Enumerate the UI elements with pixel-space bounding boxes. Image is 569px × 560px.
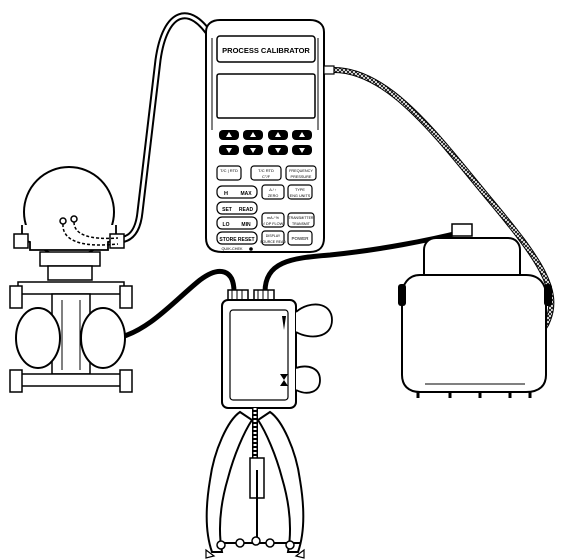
svg-text:DISPLAY: DISPLAY xyxy=(266,234,281,238)
svg-text:PRESSURE: PRESSURE xyxy=(291,175,312,179)
process-calibrator: PROCESS CALIBRATOR T/C | RTD T/C RTD C°/… xyxy=(206,20,334,252)
calibrator-title: PROCESS CALIBRATOR xyxy=(222,46,310,55)
left-diaphragm xyxy=(16,308,60,368)
svg-text:mA / %: mA / % xyxy=(267,216,280,220)
cable-calibrator-to-transmitter xyxy=(118,16,212,240)
svg-text:TRANSMITTER: TRANSMITTER xyxy=(289,216,314,220)
module-left-latch xyxy=(398,284,406,306)
pressure-knob[interactable] xyxy=(296,304,332,336)
svg-text:ZERO: ZERO xyxy=(268,194,279,198)
svg-text:LO: LO xyxy=(223,222,230,228)
module-body xyxy=(402,275,546,392)
svg-text:√ DP FLOW: √ DP FLOW xyxy=(263,222,284,226)
svg-text:STORE RESET: STORE RESET xyxy=(219,237,254,243)
svg-text:READ: READ xyxy=(239,207,254,213)
quik-chek-label: QUIK-CHEK xyxy=(221,247,243,251)
svg-text:SET: SET xyxy=(222,207,232,213)
svg-text:MAX: MAX xyxy=(240,191,252,197)
svg-text:H: H xyxy=(224,191,228,197)
svg-text:MIN: MIN xyxy=(241,222,251,228)
pump-right-handle[interactable] xyxy=(258,412,303,552)
svg-text:FREQUENCY: FREQUENCY xyxy=(289,169,313,173)
svg-text:Δ / ↑: Δ / ↑ xyxy=(269,188,276,192)
svg-text:SOURCE READ: SOURCE READ xyxy=(260,240,286,244)
hand-pump xyxy=(206,290,332,558)
calibrator-connector xyxy=(324,66,334,74)
svg-text:POWER: POWER xyxy=(291,236,309,241)
terminal-2 xyxy=(71,216,77,222)
svg-text:TYPE: TYPE xyxy=(295,188,305,192)
svg-text:T/C | RTD: T/C | RTD xyxy=(220,168,238,173)
indicator-dot xyxy=(249,247,253,251)
hose-manifold-to-transmitter xyxy=(118,271,234,338)
pump-left-handle[interactable] xyxy=(207,412,252,552)
terminal-1 xyxy=(60,218,66,224)
svg-text:TRANSMIT: TRANSMIT xyxy=(292,222,311,226)
pressure-transmitter xyxy=(10,167,132,392)
svg-text:ENG UNITS: ENG UNITS xyxy=(290,194,311,198)
right-diaphragm xyxy=(81,308,125,368)
svg-text:T/C RTD: T/C RTD xyxy=(258,168,274,173)
svg-text:C°/F: C°/F xyxy=(262,174,271,179)
calibrator-display xyxy=(217,74,315,118)
module-right-latch xyxy=(544,284,552,306)
module-port xyxy=(452,224,472,236)
release-knob[interactable] xyxy=(296,367,320,393)
